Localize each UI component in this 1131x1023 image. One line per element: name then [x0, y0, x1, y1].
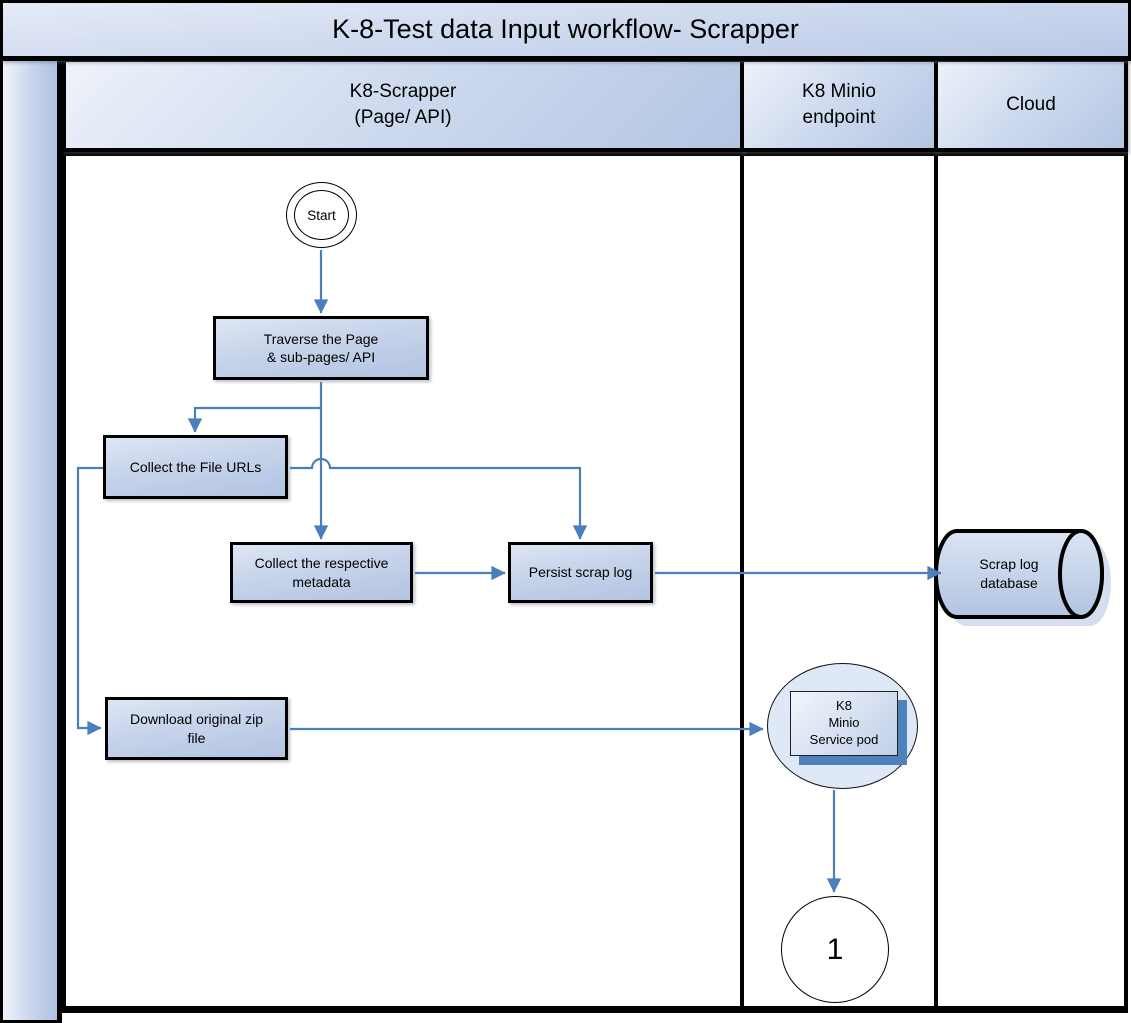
phase-bar [0, 58, 62, 1023]
process-persist-scrap-log-label: Persist scrap log [528, 564, 633, 581]
lane-header-cloud-label: Cloud [1006, 94, 1056, 116]
scrap-log-database-label: Scrap log database [979, 556, 1039, 591]
process-collect-metadata: Collect the respective metadata [230, 542, 413, 603]
process-traverse-pages-label: Traverse the Page & sub-pages/ API [263, 330, 379, 365]
start-node: Start [286, 182, 357, 248]
minio-service-pod-box: K8 Minio Service pod [790, 691, 898, 756]
lane-header-scrapper-label: K8-Scrapper (Page/ API) [349, 81, 457, 128]
lane-header-minio: K8 Minio endpoint [740, 58, 938, 152]
process-download-zip: Download original zip file [105, 697, 288, 760]
offpage-connector-1: 1 [781, 896, 889, 1003]
lane-header-cloud: Cloud [934, 58, 1128, 152]
process-traverse-pages: Traverse the Page & sub-pages/ API [213, 316, 429, 380]
lane-header-scrapper: K8-Scrapper (Page/ API) [62, 58, 744, 152]
process-download-zip-label: Download original zip file [129, 711, 264, 746]
process-collect-file-urls: Collect the File URLs [103, 435, 288, 499]
page-title: K-8-Test data Input workflow- Scrapper [332, 14, 799, 44]
offpage-connector-1-label: 1 [826, 932, 844, 966]
lane-header-minio-label: K8 Minio endpoint [802, 81, 876, 128]
minio-service-pod-label: K8 Minio Service pod [809, 698, 879, 747]
process-collect-metadata-label: Collect the respective metadata [254, 555, 389, 590]
lane-body-minio [740, 152, 938, 1013]
start-node-inner-circle: Start [294, 190, 349, 240]
title-bar: K-8-Test data Input workflow- Scrapper [0, 0, 1131, 61]
process-collect-file-urls-label: Collect the File URLs [129, 458, 262, 475]
start-node-label: Start [307, 207, 336, 223]
process-persist-scrap-log: Persist scrap log [508, 542, 653, 603]
